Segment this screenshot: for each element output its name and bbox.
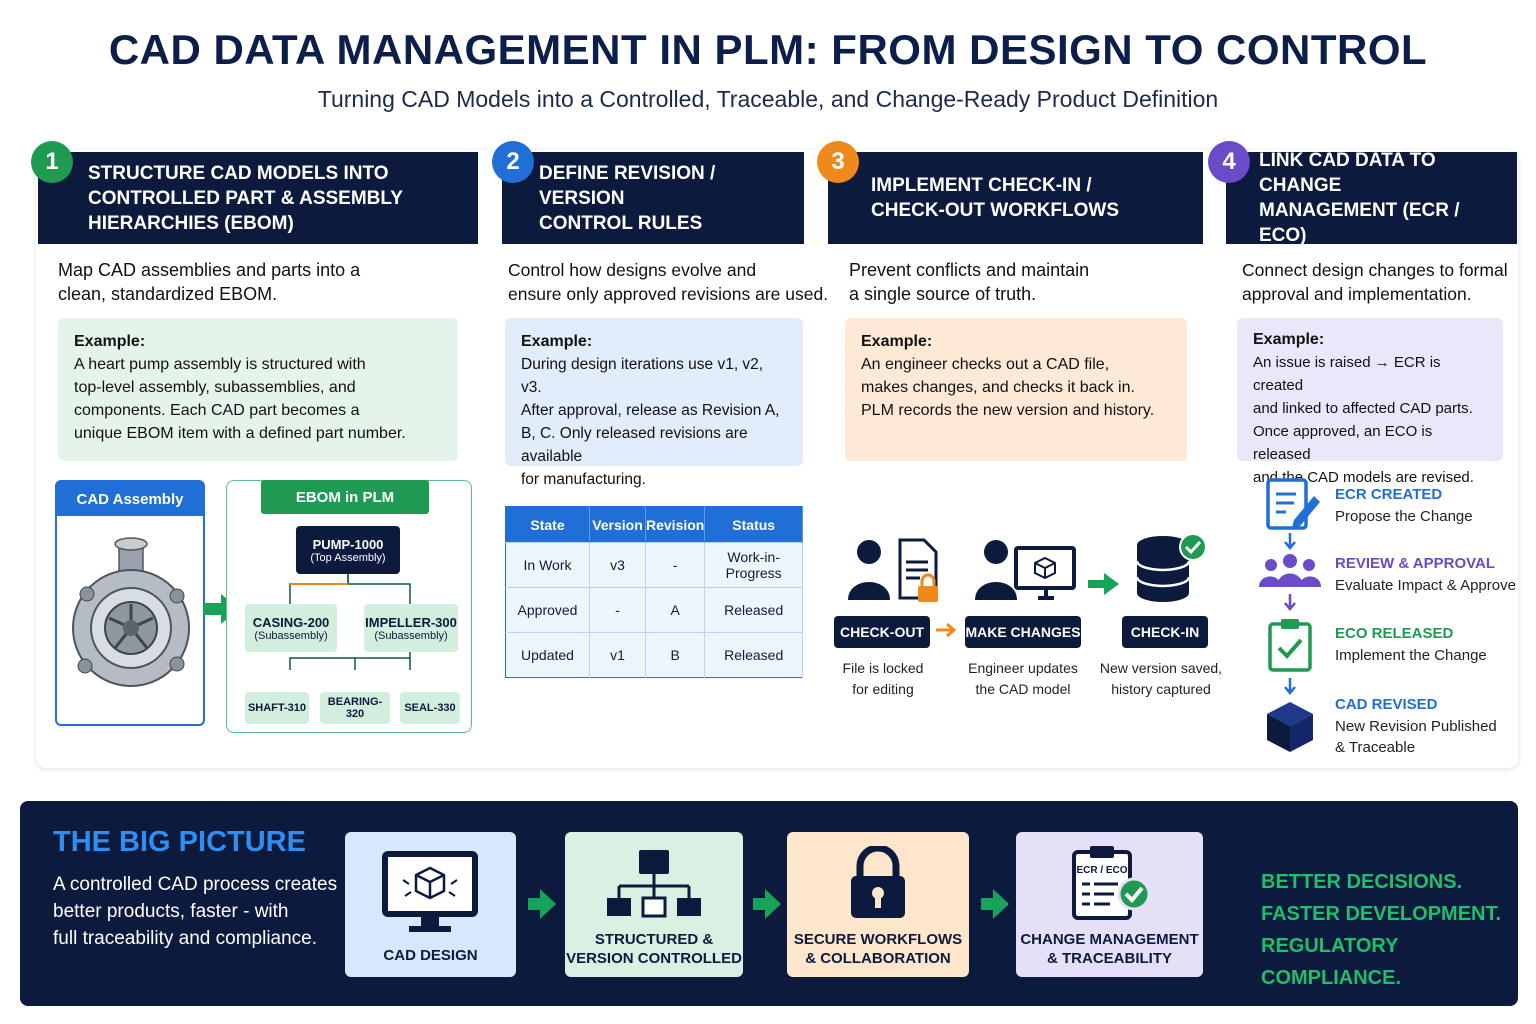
ecr-created-desc: Propose the Change bbox=[1335, 508, 1473, 525]
eco-released-desc: Implement the Change bbox=[1335, 647, 1487, 664]
step-3-header: IMPLEMENT CHECK-IN /CHECK-OUT WORKFLOWS bbox=[828, 152, 1203, 244]
change-management-box: ECR / ECO CHANGE MANAGEMENT & TRACEABILI… bbox=[1016, 832, 1203, 977]
step-1-header: STRUCTURE CAD MODELS INTO CONTROLLED PART… bbox=[38, 152, 478, 244]
eco-released-title: ECO RELEASED bbox=[1335, 625, 1454, 642]
review-approval-desc: Evaluate Impact & Approve bbox=[1335, 577, 1516, 594]
arrow-down-icon bbox=[1284, 678, 1296, 695]
check-in-button: CHECK-IN bbox=[1122, 616, 1208, 648]
flow-arrow-icon bbox=[753, 889, 781, 919]
example-label: Example: bbox=[861, 333, 933, 350]
step-2-badge: 2 bbox=[492, 141, 534, 183]
padlock-icon bbox=[851, 846, 905, 918]
check-out-button: CHECK-OUT bbox=[834, 616, 930, 648]
user-locked-file-icon bbox=[848, 538, 938, 602]
step-4-example: Example: An issue is raised → ECR is cre… bbox=[1237, 318, 1503, 486]
ebom-part-node: BEARING-320 bbox=[320, 692, 390, 724]
step-1-title-line: STRUCTURE CAD MODELS INTO bbox=[88, 162, 389, 184]
big-picture-title: THE BIG PICTURE bbox=[53, 826, 306, 858]
page-title: CAD DATA MANAGEMENT IN PLM: FROM DESIGN … bbox=[108, 26, 1428, 73]
green-arrow-icon bbox=[1088, 573, 1119, 595]
benefits-list: BETTER DECISIONS.FASTER DEVELOPMENT.REGU… bbox=[1261, 871, 1502, 989]
cad-assembly-label: CAD Assembly bbox=[57, 482, 203, 516]
cad-revised-title: CAD REVISED bbox=[1335, 696, 1438, 713]
ecr-created-title: ECR CREATED bbox=[1335, 486, 1443, 503]
pump-model-icon bbox=[72, 537, 190, 687]
page-subtitle: Turning CAD Models into a Controlled, Tr… bbox=[317, 86, 1219, 112]
example-label: Example: bbox=[521, 333, 593, 350]
monitor-cube-icon bbox=[382, 851, 478, 932]
step-1-example: Example: A heart pump assembly is struct… bbox=[58, 318, 458, 461]
review-approval-title: REVIEW & APPROVAL bbox=[1335, 555, 1496, 572]
flow-arrow-icon bbox=[528, 889, 556, 919]
step-2-example: Example: During design iterations use v1… bbox=[505, 318, 803, 488]
team-icon bbox=[1259, 554, 1321, 587]
example-label: Example: bbox=[1253, 331, 1325, 348]
step-1-title-line: CONTROLLED PART & ASSEMBLY bbox=[88, 187, 403, 209]
ebom-top-node: PUMP-1000(Top Assembly) bbox=[296, 526, 400, 574]
step-3-example: Example: An engineer checks out a CAD fi… bbox=[845, 318, 1187, 461]
ebom-sub-node: CASING-200(Subassembly) bbox=[245, 604, 337, 652]
arrow-down-icon bbox=[1284, 533, 1296, 550]
check-in-caption: New version saved,history captured bbox=[1099, 660, 1223, 697]
orange-arrow-icon bbox=[936, 622, 957, 638]
ebom-part-node: SHAFT-310 bbox=[245, 692, 309, 724]
step-4-badge: 4 bbox=[1208, 141, 1250, 183]
clipboard-label: ECR / ECO bbox=[1076, 865, 1128, 876]
ebom-part-node: SEAL-330 bbox=[400, 692, 460, 724]
table-header-row: State Version Revision Status bbox=[505, 506, 803, 543]
hierarchy-icon bbox=[607, 850, 701, 918]
database-check-icon bbox=[1135, 533, 1207, 602]
form-edit-icon bbox=[1266, 478, 1320, 530]
step-1-title-line: HIERARCHIES (EBOM) bbox=[88, 212, 294, 234]
step-3-badge: 3 bbox=[817, 141, 859, 183]
cad-revised-desc: New Revision Published& Traceable bbox=[1335, 718, 1497, 756]
ebom-sub-node: IMPELLER-300(Subassembly) bbox=[364, 604, 458, 652]
cad-assembly-panel: CAD Assembly bbox=[55, 480, 205, 726]
cube-icon bbox=[1267, 702, 1313, 752]
secure-workflows-box: SECURE WORKFLOWS & COLLABORATION bbox=[787, 832, 969, 977]
flow-arrow-icon bbox=[981, 889, 1009, 919]
make-changes-button: MAKE CHANGES bbox=[965, 616, 1081, 648]
example-label: Example: bbox=[74, 333, 146, 350]
clipboard-check-icon bbox=[1072, 846, 1151, 920]
arrow-down-icon bbox=[1284, 594, 1296, 611]
clipboard-check-icon bbox=[1268, 619, 1312, 672]
structured-box: STRUCTURED & VERSION CONTROLLED bbox=[565, 832, 743, 977]
ebom-label: EBOM in PLM bbox=[261, 480, 429, 514]
step-1-badge: 1 bbox=[31, 141, 73, 183]
user-computer-icon bbox=[975, 540, 1076, 600]
ebom-tree-lines bbox=[289, 574, 411, 670]
cad-design-box: CAD DESIGN bbox=[345, 832, 516, 977]
